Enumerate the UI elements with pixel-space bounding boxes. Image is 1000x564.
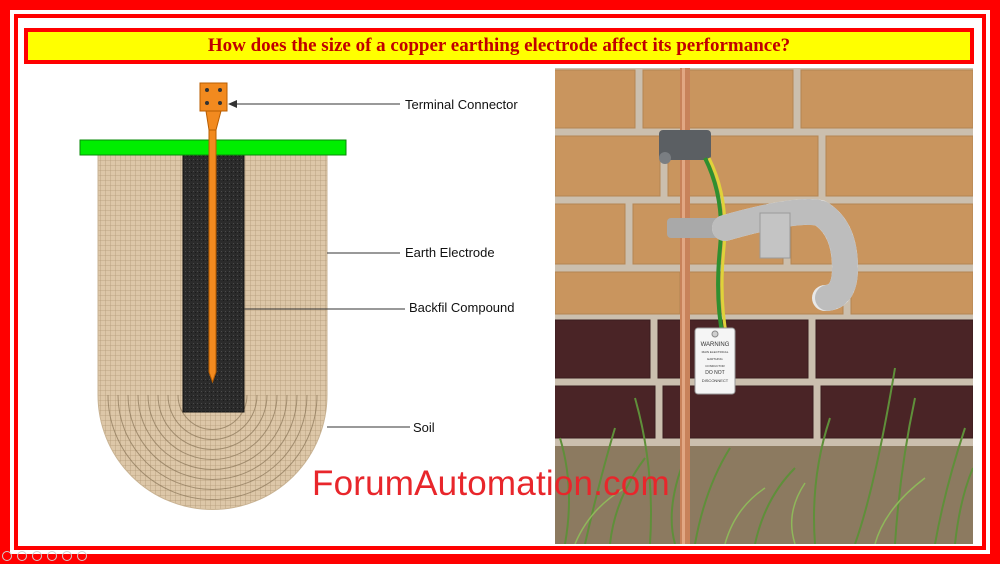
watermark: ForumAutomation.com — [312, 464, 670, 503]
viewer-toolbar — [2, 549, 87, 563]
soil-arcs — [107, 394, 318, 500]
tag-line-4: CONDUCTOR — [705, 364, 725, 368]
tag-line-1: WARNING — [700, 342, 730, 348]
label-soil: Soil — [413, 420, 435, 435]
terminal-connector — [199, 82, 228, 131]
earthing-diagram: Terminal Connector Earth Electrode Backf… — [20, 70, 550, 540]
diagram-svg — [79, 82, 410, 510]
leader-lines — [228, 100, 410, 428]
installation-photo: WARNING MAIN ELECTRICAL EARTHING CONDUCT… — [555, 68, 973, 544]
more-icon[interactable] — [77, 551, 87, 561]
pen-icon[interactable] — [32, 551, 42, 561]
back-icon[interactable] — [2, 551, 12, 561]
page-title: How does the size of a copper earthing e… — [207, 35, 791, 56]
photo-svg — [555, 68, 973, 544]
slides-icon[interactable] — [47, 551, 57, 561]
label-earth-electrode: Earth Electrode — [405, 245, 495, 260]
tag-line-2: MAIN ELECTRICAL — [701, 350, 729, 354]
tag-line-6: DISCONNECT — [701, 378, 729, 383]
label-backfill-compound: Backfil Compound — [409, 300, 515, 315]
earth-electrode — [208, 129, 217, 384]
title-banner: How does the size of a copper earthing e… — [24, 28, 974, 64]
tag-line-3: EARTHING — [707, 357, 723, 361]
warning-tag: WARNING MAIN ELECTRICAL EARTHING CONDUCT… — [695, 342, 735, 384]
play-icon[interactable] — [17, 551, 27, 561]
tag-line-5: DO NOT — [705, 370, 725, 376]
zoom-icon[interactable] — [62, 551, 72, 561]
label-terminal-connector: Terminal Connector — [405, 97, 518, 112]
